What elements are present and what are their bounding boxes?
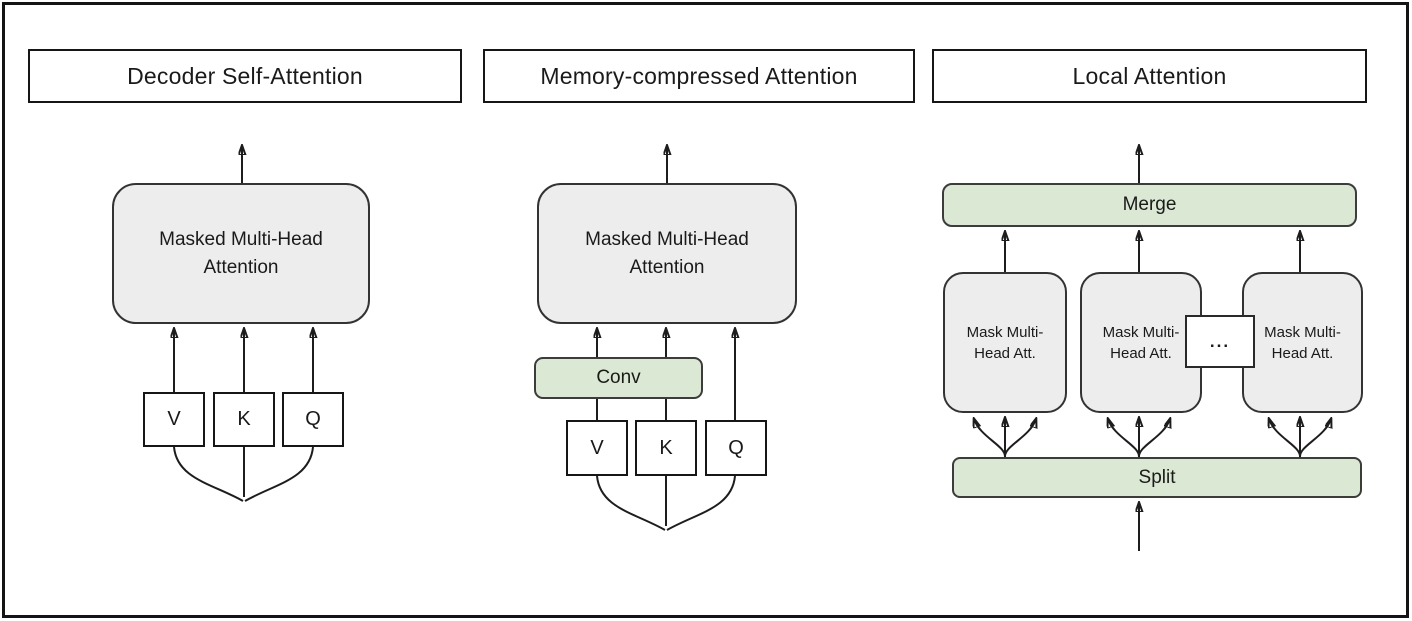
- memory-compressed-attention-title: Memory-compressed Attention: [540, 62, 858, 89]
- decoder-v-box: V: [143, 392, 205, 447]
- split-box: Split: [952, 457, 1362, 498]
- decoder-self-attention-title: Decoder Self-Attention: [127, 62, 363, 89]
- conv-box: Conv: [534, 357, 703, 399]
- decoder-masked-multi-head-attention-label: Masked Multi-Head Attention: [159, 228, 323, 278]
- split-label: Split: [1138, 466, 1176, 488]
- ellipsis-box: ...: [1185, 315, 1255, 368]
- local-attention-title-box: Local Attention: [932, 49, 1367, 103]
- memory-masked-multi-head-attention-box: Masked Multi-Head Attention: [537, 183, 797, 324]
- local-head-box-1: Mask Multi-Head Att.: [943, 272, 1067, 413]
- merge-box: Merge: [942, 183, 1357, 227]
- memory-k-box: K: [635, 420, 697, 476]
- local-head-label-1: Mask Multi-Head Att.: [966, 323, 1044, 362]
- local-attention-title: Local Attention: [1072, 62, 1227, 89]
- memory-q-label: Q: [728, 436, 744, 459]
- local-head-box-2: Mask Multi-Head Att.: [1080, 272, 1202, 413]
- memory-v-box: V: [566, 420, 628, 476]
- decoder-v-label: V: [167, 408, 181, 430]
- memory-compressed-attention-title-box: Memory-compressed Attention: [483, 49, 915, 103]
- memory-k-label: K: [659, 436, 673, 459]
- local-head-box-3: Mask Multi-Head Att.: [1242, 272, 1363, 413]
- decoder-k-label: K: [237, 408, 251, 430]
- decoder-k-box: K: [213, 392, 275, 447]
- local-head-label-3: Mask Multi-Head Att.: [1264, 323, 1341, 362]
- memory-masked-multi-head-attention-label: Masked Multi-Head Attention: [585, 228, 749, 278]
- conv-label: Conv: [596, 367, 641, 388]
- ellipsis-label: ...: [1209, 331, 1231, 351]
- memory-q-box: Q: [705, 420, 767, 476]
- decoder-self-attention-title-box: Decoder Self-Attention: [28, 49, 462, 103]
- decoder-masked-multi-head-attention-box: Masked Multi-Head Attention: [112, 183, 370, 324]
- memory-v-label: V: [590, 436, 604, 459]
- merge-label: Merge: [1122, 194, 1177, 215]
- local-head-label-2: Mask Multi-Head Att.: [1102, 323, 1180, 362]
- decoder-q-box: Q: [282, 392, 344, 447]
- decoder-q-label: Q: [305, 408, 321, 430]
